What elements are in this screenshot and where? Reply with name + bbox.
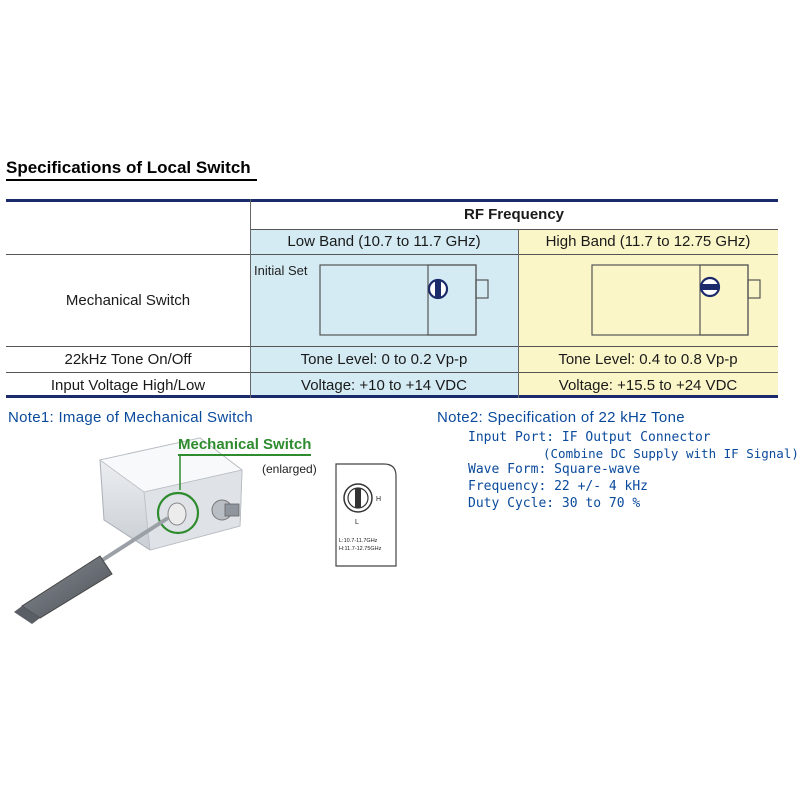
- tone-row-label: 22kHz Tone On/Off: [64, 350, 192, 368]
- mechanical-switch-label: Mechanical Switch: [65, 291, 191, 309]
- note2-title: Note2: Specification of 22 kHz Tone: [437, 409, 685, 426]
- voltage-row-label: Input Voltage High/Low: [50, 376, 206, 394]
- spec-table: RF Frequency Low Band (10.7 to 11.7 GHz)…: [6, 199, 778, 398]
- tone-high-value: Tone Level: 0.4 to 0.8 Vp-p: [518, 346, 778, 372]
- dial-high-range: H:11.7-12.75GHz: [339, 546, 382, 552]
- low-band-header: Low Band (10.7 to 11.7 GHz): [287, 233, 481, 250]
- note2-wave-form: Wave Form: Square-wave: [468, 462, 641, 477]
- note1-title: Note1: Image of Mechanical Switch: [8, 409, 254, 426]
- rf-frequency-header: RF Frequency: [463, 205, 565, 223]
- voltage-low-value: Voltage: +10 to +14 VDC: [250, 372, 518, 398]
- enlarged-label: (enlarged): [262, 462, 317, 476]
- note2-frequency: Frequency: 22 +/- 4 kHz: [468, 479, 649, 494]
- note2-duty-cycle: Duty Cycle: 30 to 70 %: [468, 496, 641, 511]
- high-band-switch-diagram: [591, 264, 761, 336]
- high-band-header: High Band (11.7 to 12.75 GHz): [545, 233, 751, 250]
- low-band-switch-diagram: [319, 264, 489, 336]
- tone-low-value: Tone Level: 0 to 0.2 Vp-p: [250, 346, 518, 372]
- dial-low-range: L:10.7-11.7GHz: [339, 538, 378, 544]
- mechanical-switch-callout: Mechanical Switch: [178, 436, 312, 456]
- enlarged-switch-dial: H L L:10.7-11.7GHz H:11.7-12.75GHz: [335, 463, 397, 567]
- initial-set-label: Initial Set: [254, 263, 308, 278]
- note2-input-port: Input Port: IF Output Connector: [468, 430, 711, 445]
- page-title: Specifications of Local Switch: [6, 158, 257, 181]
- dial-l-mark: L: [355, 519, 359, 526]
- dial-h-mark: H: [376, 496, 381, 503]
- note2-combine: (Combine DC Supply with IF Signal): [543, 446, 799, 461]
- voltage-high-value: Voltage: +15.5 to +24 VDC: [518, 372, 778, 398]
- lnb-device-illustration: [14, 437, 243, 624]
